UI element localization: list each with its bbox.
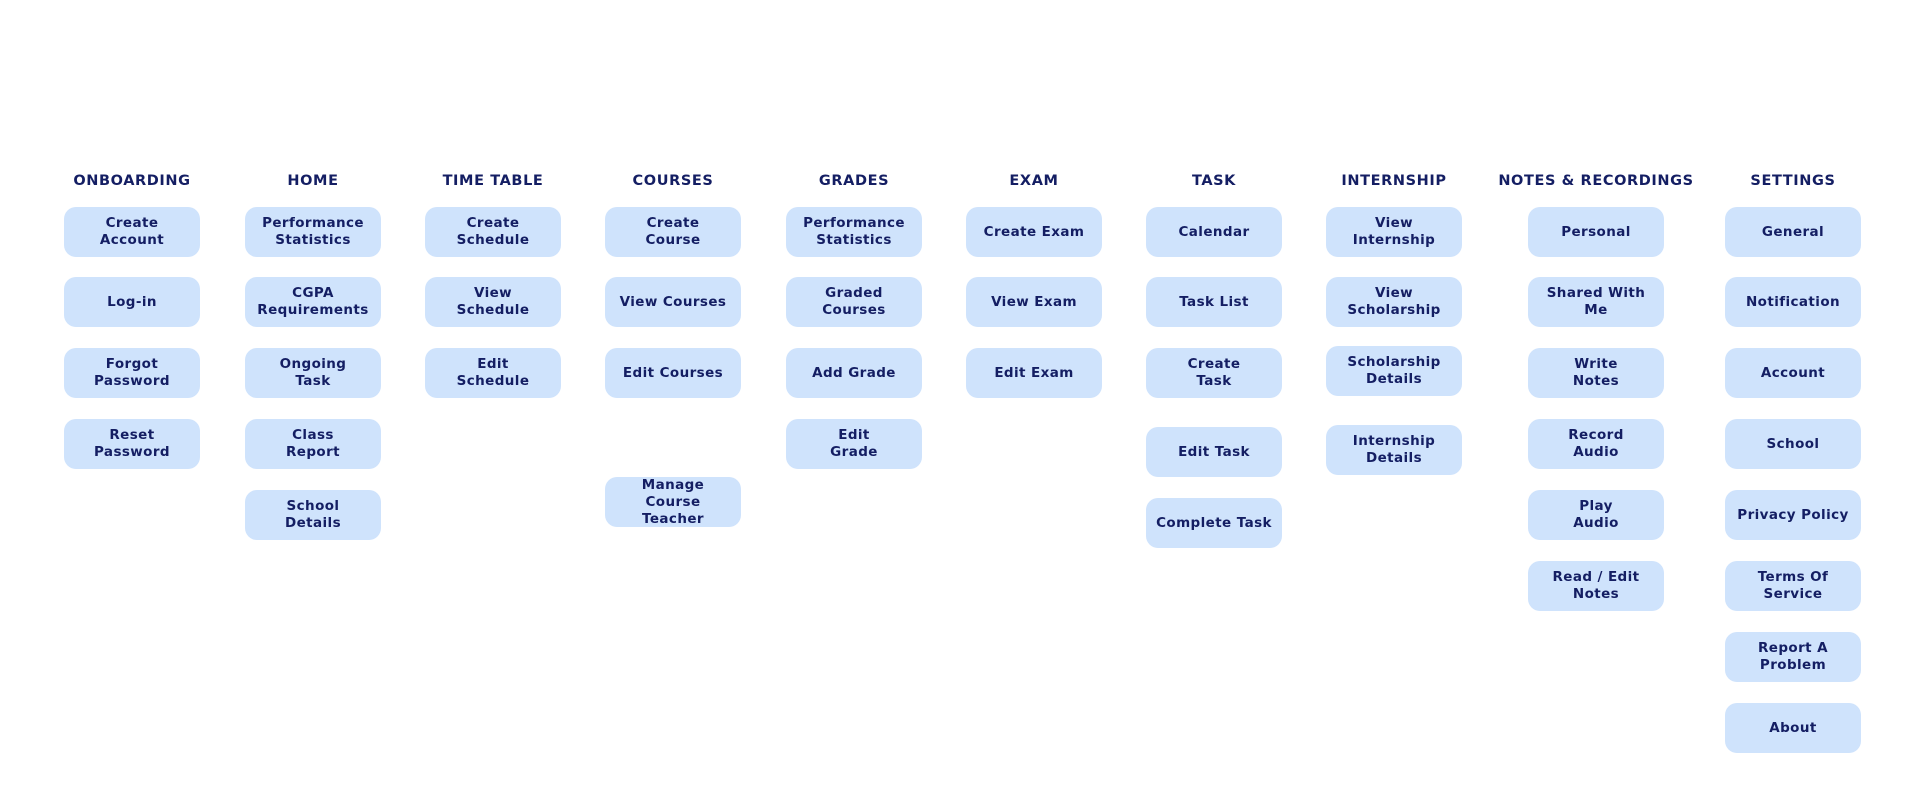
node-notes-recordings-4[interactable]: Play Audio — [1528, 490, 1664, 540]
node-home-2[interactable]: Ongoing Task — [245, 348, 381, 398]
node-home-0[interactable]: Performance Statistics — [245, 207, 381, 257]
node-home-1[interactable]: CGPA Requirements — [245, 277, 381, 327]
node-task-3[interactable]: Edit Task — [1146, 427, 1282, 477]
column-title-time-table: TIME TABLE — [442, 173, 544, 189]
node-settings-0[interactable]: General — [1725, 207, 1861, 257]
node-courses-3[interactable]: Manage Course Teacher — [605, 477, 741, 527]
node-settings-4[interactable]: Privacy Policy — [1725, 490, 1861, 540]
node-notes-recordings-1[interactable]: Shared With Me — [1528, 277, 1664, 327]
node-internship-3[interactable]: Internship Details — [1326, 425, 1462, 475]
node-task-4[interactable]: Complete Task — [1146, 498, 1282, 548]
node-onboarding-3[interactable]: Reset Password — [64, 419, 200, 469]
column-title-task: TASK — [1191, 173, 1237, 189]
node-home-3[interactable]: Class Report — [245, 419, 381, 469]
node-task-2[interactable]: Create Task — [1146, 348, 1282, 398]
column-title-notes-recordings: NOTES & RECORDINGS — [1498, 173, 1694, 189]
node-grades-1[interactable]: Graded Courses — [786, 277, 922, 327]
node-grades-3[interactable]: Edit Grade — [786, 419, 922, 469]
node-settings-2[interactable]: Account — [1725, 348, 1861, 398]
column-title-onboarding: ONBOARDING — [73, 173, 191, 189]
node-exam-2[interactable]: Edit Exam — [966, 348, 1102, 398]
column-title-exam: EXAM — [1009, 173, 1059, 189]
node-notes-recordings-3[interactable]: Record Audio — [1528, 419, 1664, 469]
node-task-0[interactable]: Calendar — [1146, 207, 1282, 257]
node-settings-7[interactable]: About — [1725, 703, 1861, 753]
node-settings-5[interactable]: Terms Of Service — [1725, 561, 1861, 611]
column-title-courses: COURSES — [632, 173, 714, 189]
node-notes-recordings-5[interactable]: Read / Edit Notes — [1528, 561, 1664, 611]
node-onboarding-2[interactable]: Forgot Password — [64, 348, 200, 398]
node-courses-0[interactable]: Create Course — [605, 207, 741, 257]
node-grades-0[interactable]: Performance Statistics — [786, 207, 922, 257]
node-time-table-2[interactable]: Edit Schedule — [425, 348, 561, 398]
column-title-grades: GRADES — [818, 173, 890, 189]
column-title-settings: SETTINGS — [1750, 173, 1836, 189]
node-settings-3[interactable]: School — [1725, 419, 1861, 469]
node-home-4[interactable]: School Details — [245, 490, 381, 540]
node-courses-2[interactable]: Edit Courses — [605, 348, 741, 398]
node-settings-1[interactable]: Notification — [1725, 277, 1861, 327]
node-notes-recordings-0[interactable]: Personal — [1528, 207, 1664, 257]
column-title-home: HOME — [287, 173, 339, 189]
node-time-table-1[interactable]: View Schedule — [425, 277, 561, 327]
node-onboarding-0[interactable]: Create Account — [64, 207, 200, 257]
node-task-1[interactable]: Task List — [1146, 277, 1282, 327]
node-exam-1[interactable]: View Exam — [966, 277, 1102, 327]
node-internship-2[interactable]: Scholarship Details — [1326, 346, 1462, 396]
node-exam-0[interactable]: Create Exam — [966, 207, 1102, 257]
node-settings-6[interactable]: Report A Problem — [1725, 632, 1861, 682]
node-grades-2[interactable]: Add Grade — [786, 348, 922, 398]
node-time-table-0[interactable]: Create Schedule — [425, 207, 561, 257]
node-onboarding-1[interactable]: Log-in — [64, 277, 200, 327]
node-internship-1[interactable]: View Scholarship — [1326, 277, 1462, 327]
node-notes-recordings-2[interactable]: Write Notes — [1528, 348, 1664, 398]
node-courses-1[interactable]: View Courses — [605, 277, 741, 327]
column-title-internship: INTERNSHIP — [1341, 173, 1447, 189]
node-internship-0[interactable]: View Internship — [1326, 207, 1462, 257]
